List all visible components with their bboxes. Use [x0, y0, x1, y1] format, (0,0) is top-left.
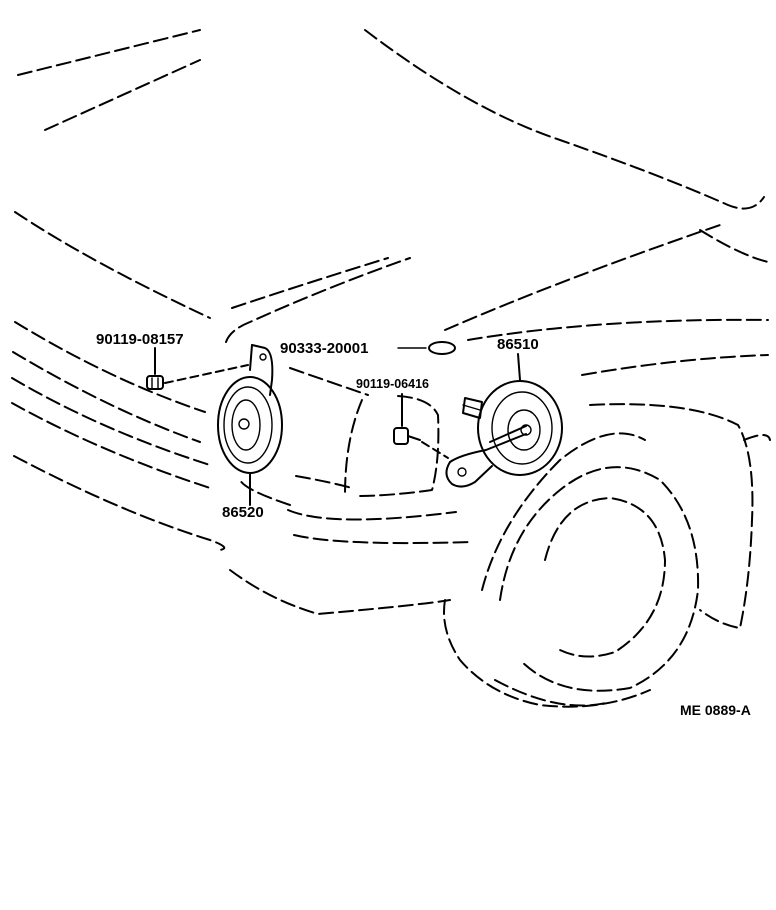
part-labels: 90119-08157 90333-20001 86510 90119-0641… [96, 331, 751, 718]
nut-90333-20001 [397, 341, 456, 355]
bolt-90119-06416 [393, 393, 449, 459]
horn-86510 [445, 353, 563, 488]
label-86510: 86510 [497, 336, 539, 353]
label-90119-06416: 90119-06416 [356, 377, 429, 391]
label-90333-20001: 90333-20001 [280, 340, 368, 357]
horn-86520 [217, 344, 283, 506]
label-90119-08157: 90119-08157 [96, 331, 184, 348]
bolt-90119-08157 [146, 347, 249, 390]
label-86520: 86520 [222, 504, 264, 521]
drawing-code: ME 0889-A [680, 702, 751, 718]
vehicle-body-outline [11, 29, 771, 708]
